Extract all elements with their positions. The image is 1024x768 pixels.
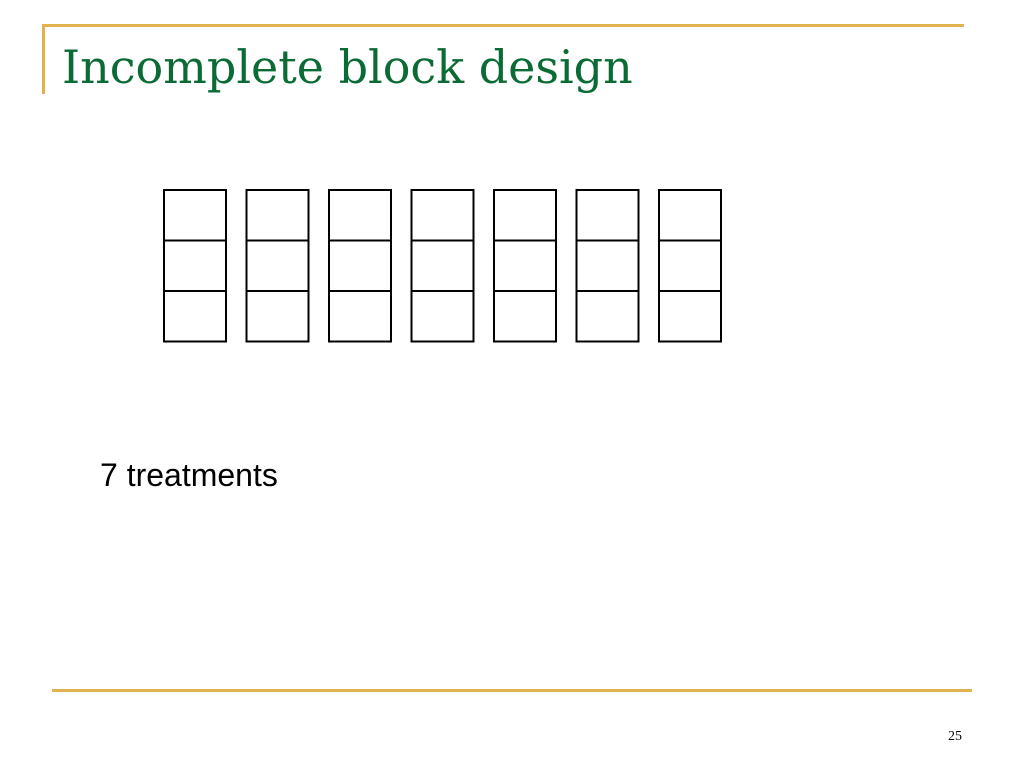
block-2 bbox=[245, 189, 310, 343]
block-3-plot-1 bbox=[328, 189, 392, 242]
block-2-plot-3 bbox=[245, 290, 310, 343]
block-3 bbox=[328, 189, 392, 343]
block-5 bbox=[493, 189, 557, 343]
block-1-plot-1 bbox=[163, 189, 227, 242]
block-6 bbox=[575, 189, 640, 343]
block-4 bbox=[410, 189, 475, 343]
block-7-plot-3 bbox=[658, 290, 722, 343]
slide-title: Incomplete block design bbox=[62, 40, 633, 94]
block-5-plot-2 bbox=[493, 239, 557, 292]
block-5-plot-1 bbox=[493, 189, 557, 242]
block-3-plot-2 bbox=[328, 239, 392, 292]
block-1-plot-3 bbox=[163, 290, 227, 343]
block-4-plot-1 bbox=[410, 189, 475, 242]
block-7-plot-1 bbox=[658, 189, 722, 242]
block-7 bbox=[658, 189, 722, 343]
title-corner-vertical-rule bbox=[42, 24, 45, 94]
block-6-plot-1 bbox=[575, 189, 640, 242]
block-5-plot-3 bbox=[493, 290, 557, 343]
footer-rule bbox=[52, 689, 972, 692]
block-2-plot-2 bbox=[245, 239, 310, 292]
block-6-plot-3 bbox=[575, 290, 640, 343]
title-corner-horizontal-rule bbox=[42, 24, 964, 27]
page-number: 25 bbox=[948, 729, 962, 744]
block-1 bbox=[163, 189, 227, 343]
block-4-plot-3 bbox=[410, 290, 475, 343]
treatments-caption: 7 treatments bbox=[100, 457, 278, 493]
block-3-plot-3 bbox=[328, 290, 392, 343]
block-6-plot-2 bbox=[575, 239, 640, 292]
block-4-plot-2 bbox=[410, 239, 475, 292]
block-1-plot-2 bbox=[163, 239, 227, 292]
block-7-plot-2 bbox=[658, 239, 722, 292]
block-2-plot-1 bbox=[245, 189, 310, 242]
